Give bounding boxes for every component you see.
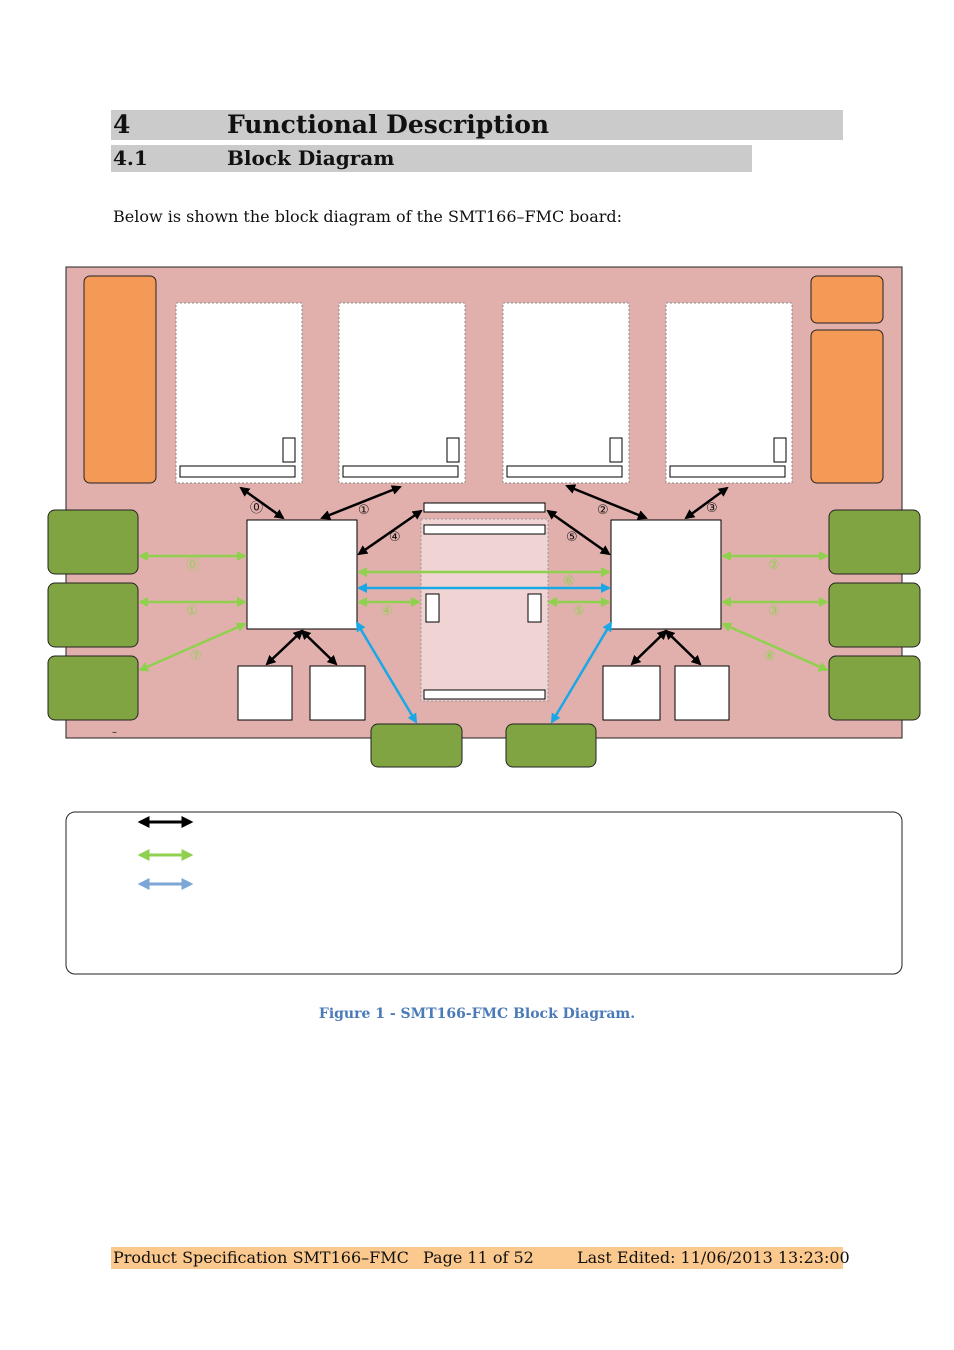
bottom-green-block-1 <box>370 723 463 768</box>
fmc-top-connector <box>423 502 546 513</box>
right-small-block-2 <box>674 665 730 721</box>
left-green-block-2 <box>47 582 139 648</box>
link-left-small-2 <box>300 629 338 666</box>
fmc-right-slot <box>527 593 542 623</box>
section-heading: 4 Functional Description <box>111 110 843 140</box>
subsection-title: Block Diagram <box>227 146 395 170</box>
marker-green-2: ② <box>768 558 780 573</box>
fmc-upper-connector <box>423 524 546 535</box>
board-marker: – <box>112 727 117 738</box>
right-small-block-1 <box>602 665 661 721</box>
marker-green-3: ③ <box>768 604 780 619</box>
right-fpga-block <box>610 519 722 630</box>
link-right-small-2 <box>664 629 702 666</box>
link-1 <box>320 485 402 520</box>
module-block-3 <box>502 302 630 484</box>
intro-text: Below is shown the block diagram of the … <box>113 207 623 226</box>
marker-link-3: ③ <box>706 501 718 516</box>
link-3 <box>684 486 729 520</box>
marker-green-8: ⑧ <box>764 649 776 664</box>
module-block-1 <box>175 302 303 484</box>
footer-edited: Last Edited: 11/06/2013 13:23:00 <box>577 1248 850 1267</box>
left-power-connector-block <box>83 275 157 484</box>
fmc-bottom-connector <box>423 689 546 700</box>
black-links <box>239 484 729 666</box>
subsection-heading: 4.1 Block Diagram <box>111 145 752 172</box>
marker-link-1: ① <box>358 503 370 518</box>
marker-green-5: ⑤ <box>573 604 585 619</box>
green-links <box>138 551 829 672</box>
page-footer: Product Specification SMT166–FMC Page 11… <box>111 1247 850 1269</box>
marker-green-7: ⑦ <box>190 649 202 664</box>
right-large-connector-block <box>810 329 884 484</box>
left-fpga-block <box>246 519 358 630</box>
marker-link-2: ② <box>597 503 609 518</box>
link-left-small-1 <box>265 629 304 666</box>
fmc-area <box>420 518 549 702</box>
link-2 <box>565 484 648 520</box>
marker-link-0: ⓪ <box>250 501 263 516</box>
left-small-block-1 <box>237 665 293 721</box>
subsection-number: 4.1 <box>113 146 148 170</box>
footer-product: Product Specification SMT166–FMC <box>113 1248 409 1267</box>
section-number: 4 <box>113 110 131 139</box>
marker-green-4: ④ <box>381 604 393 619</box>
left-green-block-3 <box>47 655 139 721</box>
marker-green-1: ① <box>186 604 198 619</box>
right-green-block-1 <box>828 509 921 575</box>
link-5 <box>546 509 611 556</box>
fmc-left-slot <box>425 593 440 623</box>
right-green-block-2 <box>828 582 921 648</box>
left-green-block-1 <box>47 509 139 575</box>
module-block-4 <box>665 302 793 484</box>
link-right-small-1 <box>630 629 668 666</box>
module-block-2 <box>338 302 466 484</box>
legend-box <box>65 811 903 975</box>
blue-links <box>355 583 613 724</box>
marker-green-0: ⓪ <box>186 558 199 573</box>
right-green-block-3 <box>828 655 921 721</box>
left-small-block-2 <box>309 665 366 721</box>
link-0 <box>239 486 285 520</box>
figure-caption: Figure 1 - SMT166-FMC Block Diagram. <box>318 1006 636 1022</box>
marker-link-5: ⑤ <box>566 530 578 545</box>
right-small-connector-block <box>810 275 884 324</box>
footer-page: Page 11 of 52 <box>423 1248 534 1267</box>
marker-green-6: ⑥ <box>563 574 575 589</box>
bottom-green-block-2 <box>505 723 597 768</box>
link-4 <box>357 509 423 556</box>
section-title: Functional Description <box>227 110 550 139</box>
marker-link-4: ④ <box>389 530 401 545</box>
